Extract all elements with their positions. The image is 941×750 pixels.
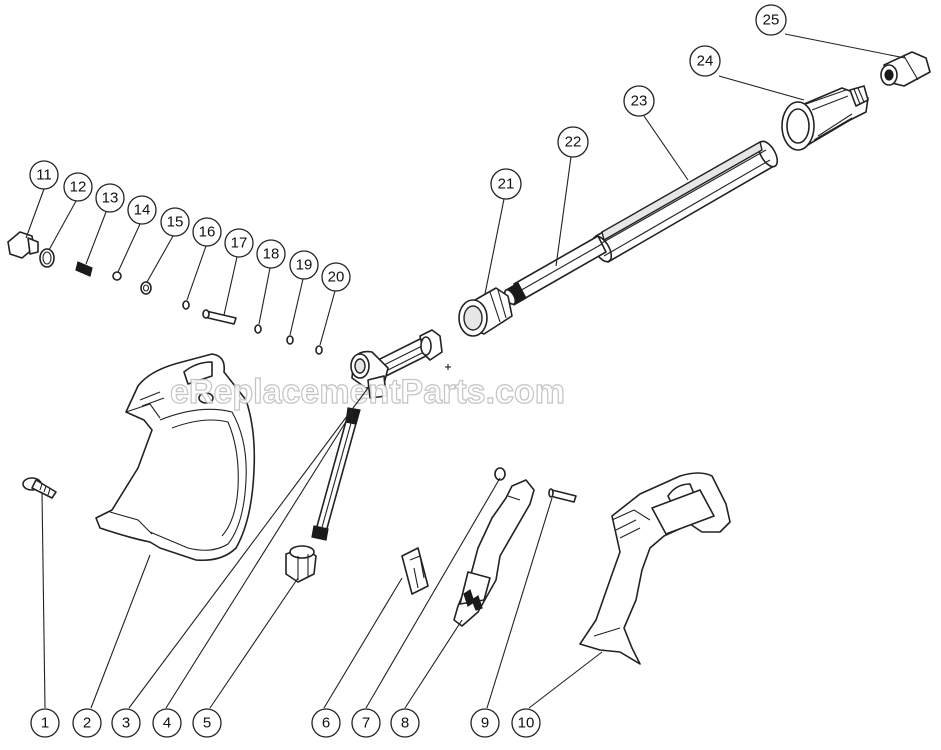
callout-7: 7 bbox=[351, 708, 381, 738]
part-9-pin bbox=[548, 488, 577, 503]
callout-13: 13 bbox=[95, 183, 125, 213]
svg-text:7: 7 bbox=[362, 715, 370, 732]
svg-text:6: 6 bbox=[322, 715, 330, 732]
part-7-pin bbox=[494, 467, 506, 481]
svg-text:13: 13 bbox=[102, 190, 119, 207]
callout-4: 4 bbox=[152, 708, 182, 738]
callout-11: 11 bbox=[29, 160, 59, 190]
callout-3: 3 bbox=[111, 708, 141, 738]
callout-25: 25 bbox=[755, 4, 787, 36]
watermark-text: eReplacementParts.com bbox=[170, 373, 565, 411]
svg-text:20: 20 bbox=[328, 269, 345, 286]
callout-24: 24 bbox=[689, 45, 721, 77]
svg-text:4: 4 bbox=[163, 715, 171, 732]
callout-22: 22 bbox=[557, 126, 589, 158]
callout-6: 6 bbox=[311, 708, 341, 738]
part-12-o-ring bbox=[39, 248, 55, 268]
svg-text:14: 14 bbox=[134, 202, 151, 219]
svg-text:17: 17 bbox=[231, 235, 248, 252]
marker-dot bbox=[445, 364, 451, 370]
svg-text:8: 8 bbox=[401, 715, 409, 732]
part-5-inlet-nut bbox=[285, 545, 317, 583]
part-4-inlet-tube bbox=[311, 407, 361, 541]
part-18-o-ring bbox=[254, 324, 262, 334]
callout-16: 16 bbox=[192, 217, 222, 247]
part-13-spring bbox=[75, 261, 93, 277]
part-11-plug bbox=[7, 231, 39, 259]
svg-text:19: 19 bbox=[296, 257, 313, 274]
part-17-stem bbox=[202, 309, 237, 325]
part-21-nut bbox=[458, 287, 513, 337]
part-25-fitting bbox=[880, 51, 931, 87]
svg-text:12: 12 bbox=[70, 179, 87, 196]
callout-15: 15 bbox=[160, 207, 190, 237]
svg-text:16: 16 bbox=[199, 224, 216, 241]
callout-12: 12 bbox=[63, 172, 93, 202]
svg-text:22: 22 bbox=[565, 134, 582, 151]
part-20-o-ring bbox=[315, 345, 323, 355]
callout-5: 5 bbox=[192, 708, 222, 738]
leader-lines bbox=[25, 33, 906, 709]
callout-19: 19 bbox=[289, 250, 319, 280]
svg-text:10: 10 bbox=[518, 715, 535, 732]
svg-text:3: 3 bbox=[122, 715, 130, 732]
part-24-coupler bbox=[781, 85, 869, 151]
callout-10: 10 bbox=[511, 708, 541, 738]
part-22-lance-tube bbox=[503, 235, 607, 306]
svg-text:18: 18 bbox=[263, 246, 280, 263]
svg-text:2: 2 bbox=[83, 715, 91, 732]
part-8-trigger bbox=[453, 479, 535, 627]
part-14-ball bbox=[112, 271, 122, 281]
svg-text:5: 5 bbox=[203, 715, 211, 732]
svg-text:15: 15 bbox=[167, 214, 184, 231]
svg-text:1: 1 bbox=[41, 715, 49, 732]
callout-2: 2 bbox=[72, 708, 102, 738]
part-23-handle-tube bbox=[591, 140, 779, 263]
part-3-valve-body bbox=[350, 329, 443, 399]
svg-text:21: 21 bbox=[498, 176, 515, 193]
callout-21: 21 bbox=[490, 168, 522, 200]
callout-1: 1 bbox=[30, 708, 60, 738]
svg-text:11: 11 bbox=[36, 167, 52, 184]
part-10-housing-right bbox=[579, 472, 731, 665]
svg-text:24: 24 bbox=[697, 53, 714, 70]
svg-text:23: 23 bbox=[631, 93, 648, 110]
part-16-o-ring bbox=[182, 300, 190, 310]
svg-text:9: 9 bbox=[481, 715, 489, 732]
callout-14: 14 bbox=[127, 195, 157, 225]
callout-18: 18 bbox=[256, 239, 286, 269]
callout-20: 20 bbox=[321, 262, 351, 292]
callout-9: 9 bbox=[470, 708, 500, 738]
part-1-screw bbox=[22, 477, 57, 499]
callout-8: 8 bbox=[390, 708, 420, 738]
svg-text:25: 25 bbox=[763, 12, 780, 29]
callout-17: 17 bbox=[224, 228, 254, 258]
callout-23: 23 bbox=[623, 85, 655, 117]
part-15-seal bbox=[140, 281, 152, 295]
part-19-o-ring bbox=[286, 335, 294, 345]
part-2-housing-left bbox=[95, 353, 256, 562]
part-6-clip bbox=[401, 547, 429, 595]
